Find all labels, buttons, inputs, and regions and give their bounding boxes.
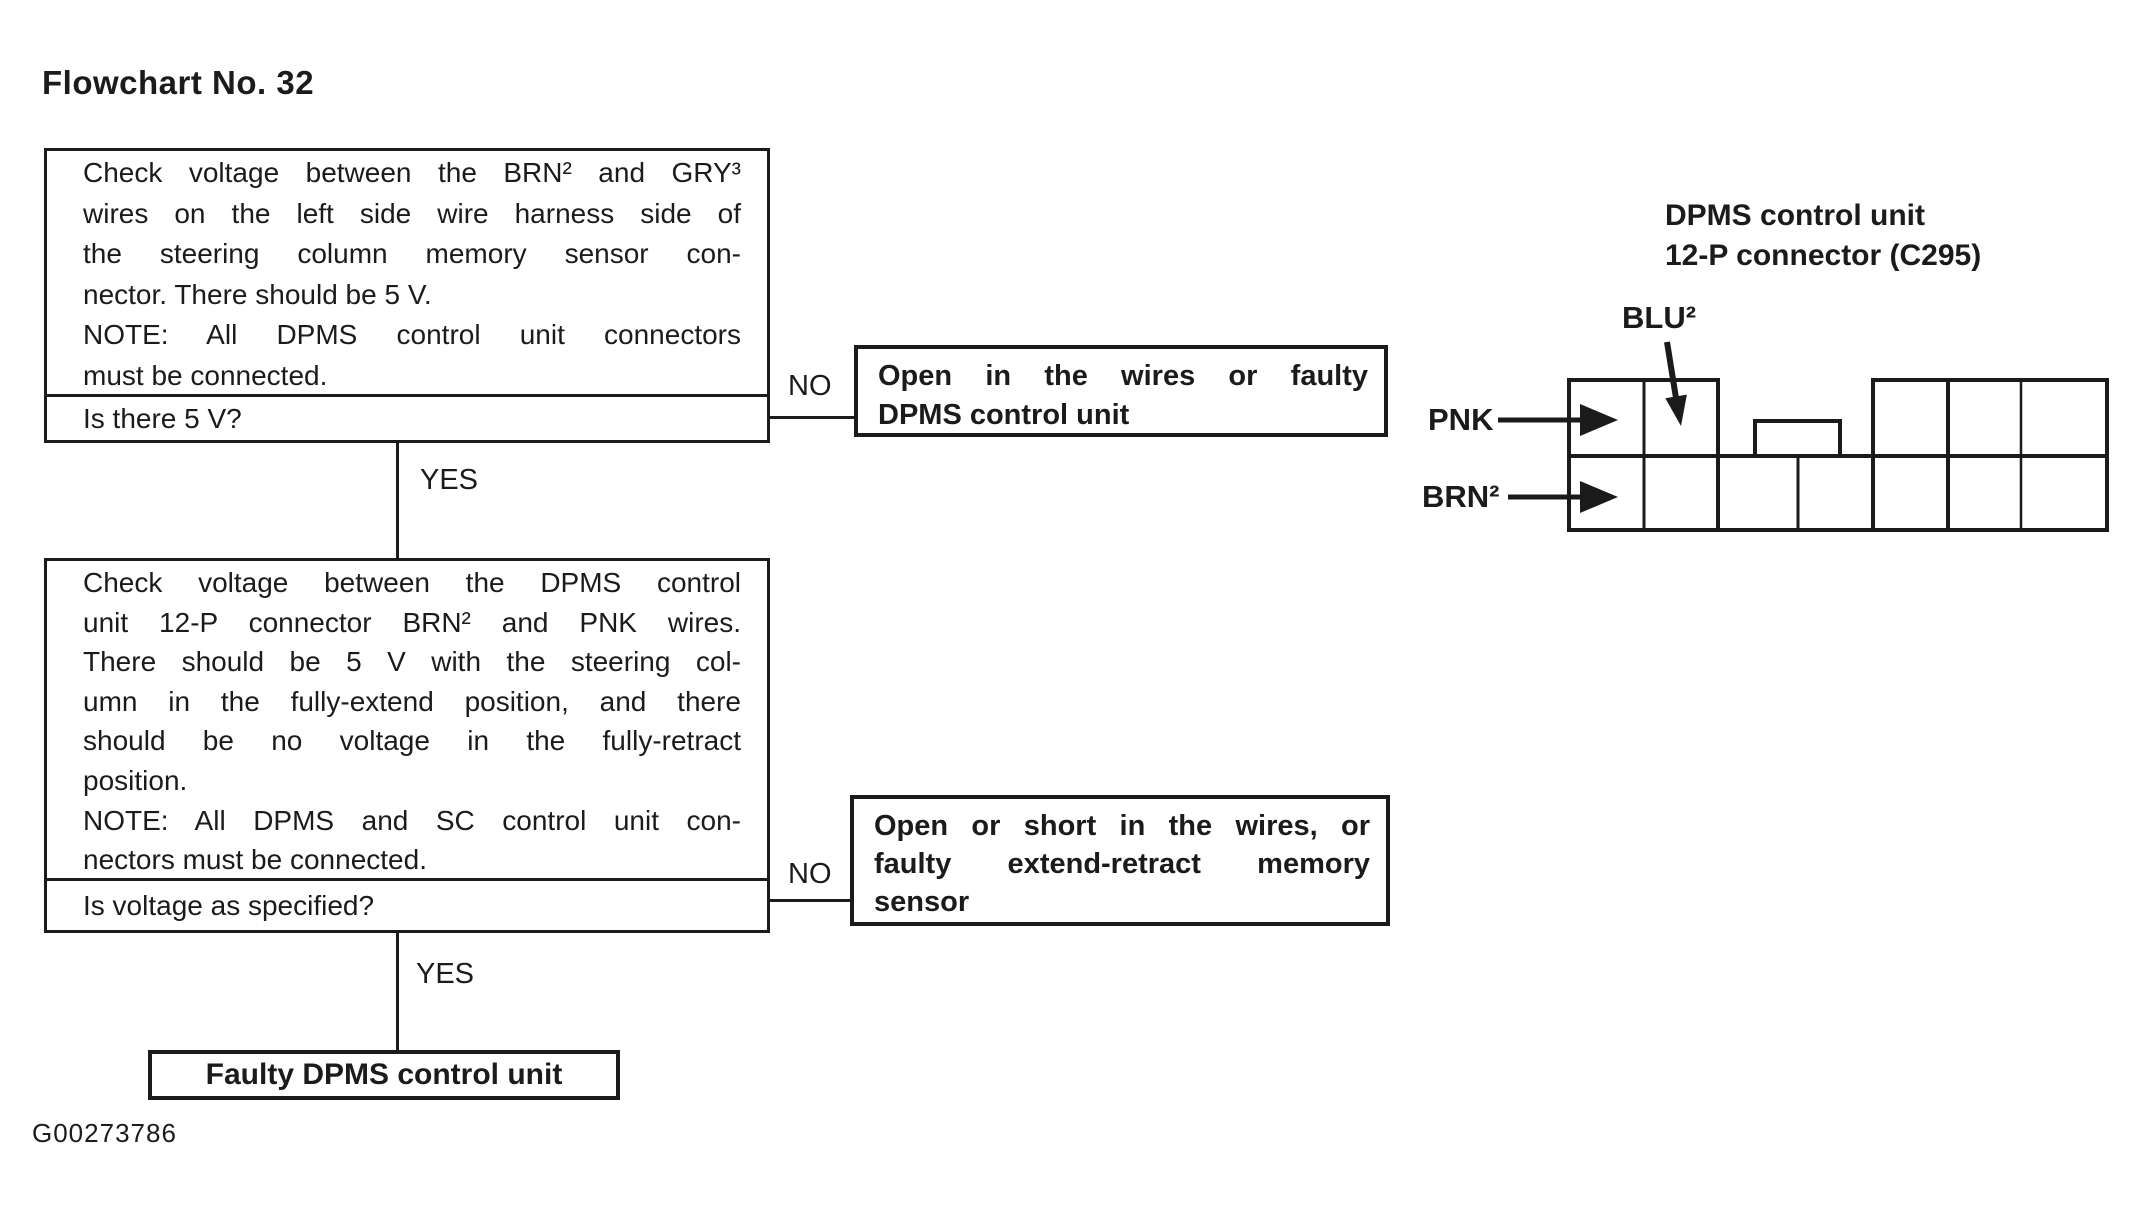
- text-line: Open in the wires or faulty: [878, 360, 1368, 392]
- result-box-faulty-dpms: Faulty DPMS control unit: [148, 1050, 620, 1100]
- result-box-open-short-sensor: Open or short in the wires, or faulty ext…: [850, 795, 1390, 926]
- text-line: the steering column memory sensor con-: [83, 238, 741, 269]
- step1-instruction-box: Check voltage between the BRN² and GRY³ w…: [44, 148, 770, 443]
- text-line: must be connected.: [83, 359, 328, 391]
- connector-title: DPMS control unit 12-P connector (C295): [1665, 196, 1981, 276]
- no-label-2: NO: [788, 858, 832, 890]
- no-branch-line-1: [770, 416, 854, 419]
- text-line: NOTE: All DPMS and SC control unit con-: [83, 804, 741, 836]
- blu-arrow-icon: [1664, 341, 1687, 426]
- no-label-1: NO: [788, 370, 832, 402]
- pin-label-brn: BRN²: [1422, 479, 1500, 514]
- brn-arrow-icon: [1508, 481, 1618, 513]
- connector-title-line1: DPMS control unit: [1665, 199, 1925, 232]
- pin-block-bottom-row: [1567, 454, 2109, 532]
- yes-label-2: YES: [416, 958, 475, 990]
- text-line: faulty extend-retract memory: [874, 848, 1370, 880]
- figure-code: G00273786: [32, 1118, 177, 1148]
- yes-label-1: YES: [420, 464, 479, 496]
- step2-instruction-text: Check voltage between the DPMS control un…: [47, 561, 767, 878]
- step2-question-text: Is voltage as specified?: [83, 889, 375, 921]
- text-line: should be no voltage in the fully-retrac…: [83, 725, 741, 757]
- connector-pinout-diagram: [1498, 341, 2109, 532]
- text-line: There should be 5 V with the steering co…: [83, 646, 741, 678]
- text-line: Check voltage between the DPMS control: [83, 567, 741, 598]
- yes-branch-line-1: [396, 443, 399, 558]
- keying-tab: [1753, 419, 1842, 458]
- text-line: position.: [83, 764, 188, 796]
- text-line: Open or short in the wires, or: [874, 810, 1370, 842]
- step1-question: Is there 5 V?: [47, 394, 767, 440]
- flowchart-title: Flowchart No. 32: [42, 64, 315, 101]
- pin-label-blu: BLU²: [1622, 300, 1697, 335]
- step2-instruction-box: Check voltage between the DPMS control un…: [44, 558, 770, 933]
- text-line: wires on the left side wire harness side…: [83, 197, 741, 229]
- pnk-arrow-icon: [1498, 404, 1618, 436]
- text-line: nector. There should be 5 V.: [83, 278, 432, 310]
- step1-instruction-text: Check voltage between the BRN² and GRY³ w…: [47, 151, 767, 394]
- text-line: Check voltage between the BRN² and GRY³: [83, 157, 741, 188]
- pin-block-top-right: [1871, 378, 2109, 458]
- step2-question: Is voltage as specified?: [47, 878, 767, 930]
- pin-label-pnk: PNK: [1428, 402, 1494, 437]
- text-line: nectors must be connected.: [83, 844, 427, 876]
- text-line: DPMS control unit: [878, 399, 1130, 431]
- text-line: unit 12-P connector BRN² and PNK wires.: [83, 606, 741, 638]
- connector-title-line2: 12-P connector (C295): [1665, 239, 1982, 272]
- text-line: umn in the fully-extend position, and th…: [83, 685, 741, 717]
- yes-branch-line-2: [396, 933, 399, 1050]
- text-line: NOTE: All DPMS control unit connectors: [83, 319, 741, 350]
- no-branch-line-2: [770, 899, 850, 902]
- text-line: sensor: [874, 886, 970, 918]
- step1-question-text: Is there 5 V?: [83, 402, 242, 434]
